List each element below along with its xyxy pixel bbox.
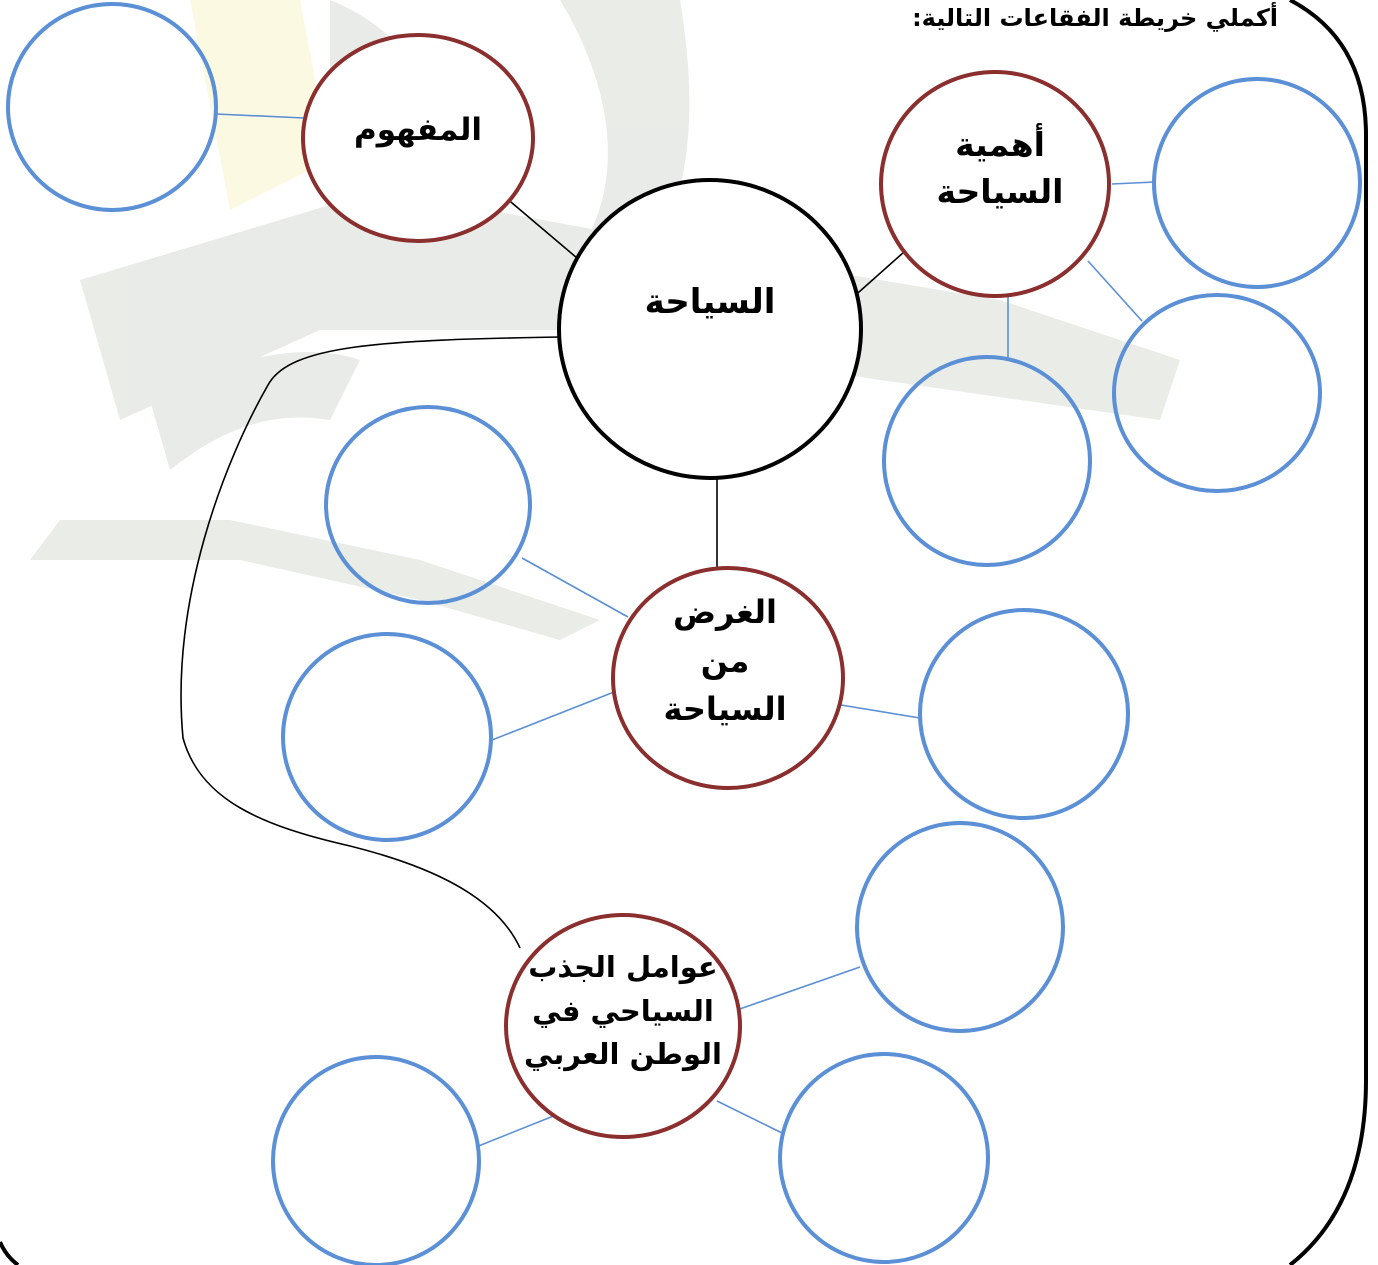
purpose-label: الغرض من السياحة xyxy=(663,593,787,729)
link-importance-answer-1 xyxy=(1111,181,1156,185)
link-attraction-answer-1 xyxy=(733,966,861,1012)
link-purpose-answer-1 xyxy=(521,557,629,618)
worksheet-frame xyxy=(1288,0,1368,1265)
link-purpose-answer-3 xyxy=(840,704,921,719)
link-center-attraction xyxy=(180,336,561,949)
link-importance-answer-2 xyxy=(1087,260,1143,322)
center-label: السياحة xyxy=(644,282,776,322)
link-center-importance xyxy=(849,251,905,301)
answer-bubble-importance-3[interactable] xyxy=(882,355,1092,567)
answer-bubble-attraction-2[interactable] xyxy=(271,1055,481,1265)
category-bubble-attraction xyxy=(504,913,742,1139)
answer-bubble-purpose-1[interactable] xyxy=(324,405,532,605)
worksheet-frame-corner xyxy=(0,1241,20,1265)
concept-label: المفهوم xyxy=(354,112,482,148)
importance-label: أهمية السياحة xyxy=(936,125,1064,211)
link-purpose-answer-2 xyxy=(491,691,615,741)
worksheet-instruction: أكملي خريطة الفقاعات التالية: xyxy=(912,4,1278,32)
category-bubble-importance xyxy=(879,70,1111,298)
link-attraction-answer-3 xyxy=(716,1100,783,1134)
answer-bubble-concept[interactable] xyxy=(6,2,218,212)
link-center-concept xyxy=(504,196,578,259)
link-attraction-answer-2 xyxy=(475,1114,557,1148)
answer-bubble-attraction-1[interactable] xyxy=(855,821,1065,1033)
answer-bubble-attraction-3[interactable] xyxy=(778,1052,990,1264)
answer-bubble-importance-1[interactable] xyxy=(1152,77,1362,289)
category-bubble-purpose xyxy=(611,566,845,790)
answer-bubble-purpose-3[interactable] xyxy=(918,608,1130,820)
answer-bubble-purpose-2[interactable] xyxy=(281,632,493,842)
answer-bubble-importance-2[interactable] xyxy=(1112,293,1322,493)
link-concept-answer xyxy=(215,113,305,119)
center-bubble xyxy=(557,178,863,480)
attraction-label: عوامل الجذب السياحي في الوطن العربي xyxy=(524,950,722,1071)
category-bubble-concept xyxy=(301,33,535,243)
